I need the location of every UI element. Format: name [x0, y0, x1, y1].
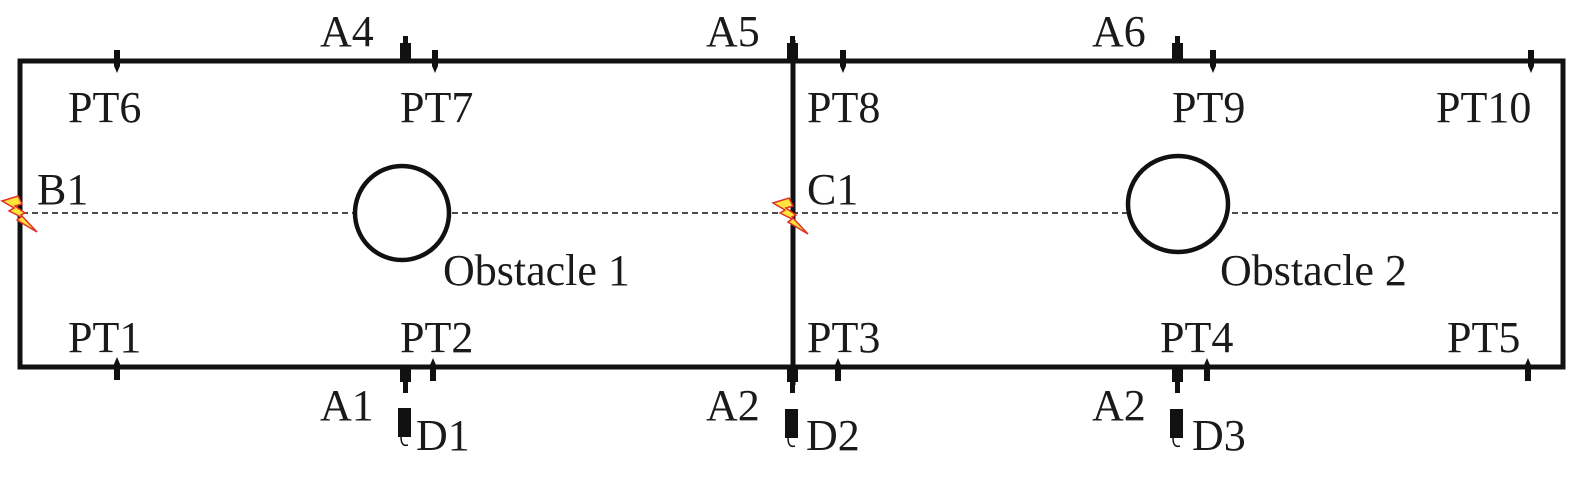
detector-label: D2 — [806, 411, 860, 460]
pt-label: PT3 — [807, 313, 880, 362]
accelerometer-icon — [400, 36, 1183, 61]
obstacle-label: Obstacle 1 — [443, 246, 630, 295]
ignition-label: C1 — [807, 165, 858, 214]
accelerometer-label: A5 — [706, 7, 760, 56]
detector-label: D1 — [416, 411, 470, 460]
pt-label: PT10 — [1436, 83, 1531, 132]
pt-label: PT7 — [400, 83, 473, 132]
pt-label: PT6 — [68, 83, 141, 132]
pressure-sensor-icon — [114, 357, 1531, 381]
spark-icon — [771, 197, 809, 235]
pressure-sensor-icon — [114, 50, 1534, 73]
accelerometer-label: A6 — [1092, 7, 1146, 56]
accelerometer-label: A1 — [320, 381, 374, 430]
detector-label: D3 — [1192, 411, 1246, 460]
ignition-label: B1 — [37, 165, 88, 214]
pt-label: PT8 — [807, 83, 880, 132]
pt-label: PT4 — [1160, 313, 1233, 362]
obstacle-1 — [352, 163, 452, 263]
accelerometer-label: A4 — [320, 7, 374, 56]
accelerometer-label: A2 — [1092, 381, 1146, 430]
detector-icon — [398, 408, 1183, 448]
spark-icon — [0, 195, 38, 233]
accelerometer-icon — [400, 367, 1183, 393]
pt-label: PT9 — [1172, 83, 1245, 132]
pt-label: PT1 — [68, 313, 141, 362]
pt-label: PT5 — [1447, 313, 1520, 362]
accelerometer-label: A2 — [706, 381, 760, 430]
pt-label: PT2 — [400, 313, 473, 362]
obstacle-label: Obstacle 2 — [1220, 246, 1407, 295]
obstacle-2 — [1125, 153, 1231, 255]
